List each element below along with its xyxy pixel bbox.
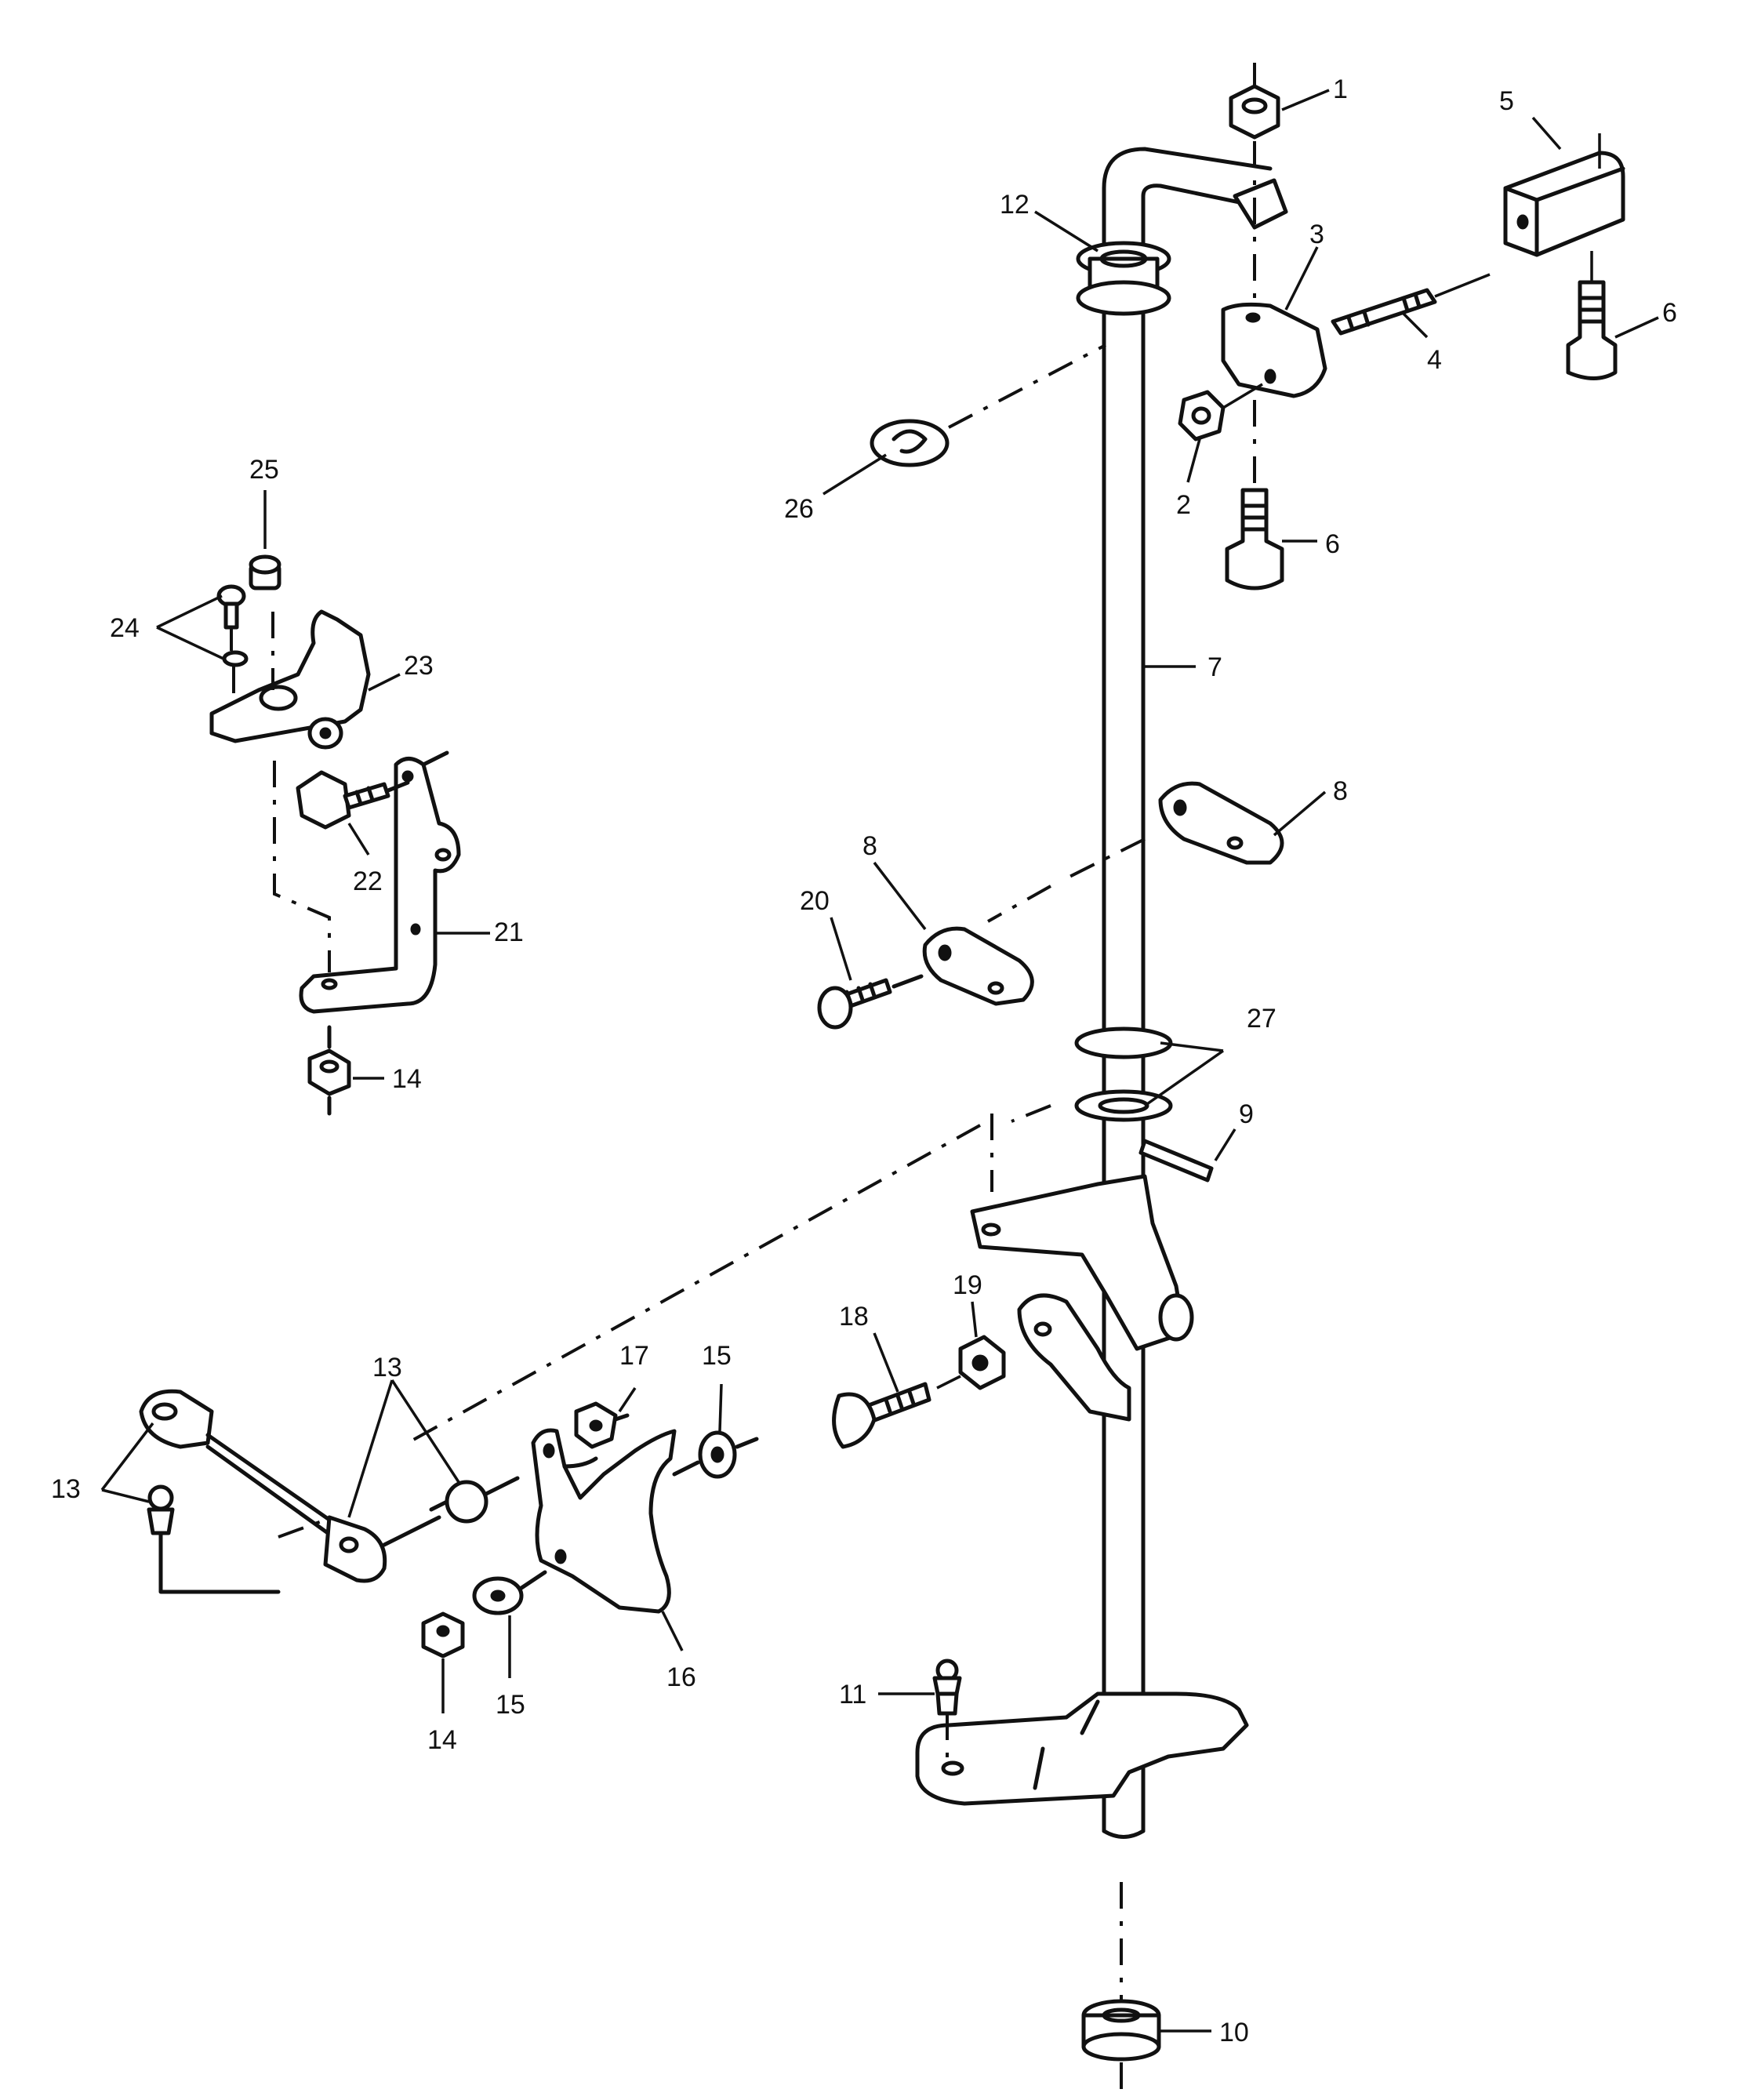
threaded-rod-part-4 [1331, 273, 1491, 336]
main-shaft-part-7 [1102, 147, 1288, 1839]
callout-2: 2 [1176, 490, 1191, 520]
callout-7: 7 [1207, 652, 1222, 682]
block-part-5 [1503, 133, 1625, 257]
callout-3: 3 [1309, 220, 1324, 249]
bushing-part-10 [1081, 1882, 1161, 2094]
collar-part-12 [1076, 241, 1171, 316]
callout-16: 16 [666, 1662, 696, 1692]
callout-12: 12 [1000, 190, 1030, 220]
clamp-part-23 [209, 609, 371, 750]
callout-15: 15 [496, 1690, 525, 1720]
link-rod-part-13 [139, 1389, 441, 1583]
washer-part-15-right [672, 1430, 759, 1479]
callout-8: 8 [1333, 776, 1348, 806]
nut-part-17 [574, 1401, 630, 1449]
stud-part-13-left [147, 1484, 322, 1594]
callout-25: 25 [249, 455, 279, 485]
callout-26: 26 [784, 494, 814, 524]
callout-24: 24 [110, 613, 140, 643]
screw-part-22 [296, 770, 410, 830]
callout-21: 21 [494, 917, 524, 947]
stud-part-11 [932, 1659, 962, 1764]
nut-part-1 [1229, 63, 1280, 298]
lever-part-16 [531, 1428, 677, 1614]
screw-part-24 [216, 584, 249, 706]
callout-14: 14 [392, 1064, 422, 1094]
callout-27: 27 [1247, 1004, 1276, 1034]
callout-23: 23 [404, 651, 434, 681]
callout-18: 18 [839, 1302, 869, 1332]
callout-17: 17 [619, 1341, 649, 1371]
arm-part-8-right [987, 781, 1284, 923]
ball-stud-part-13 [429, 1476, 520, 1524]
callout-13: 13 [372, 1353, 402, 1382]
nut-part-14-upper [307, 1025, 351, 1116]
nut-part-14-lower [421, 1611, 465, 1659]
callout-5: 5 [1499, 86, 1514, 116]
callout-15: 15 [702, 1341, 732, 1371]
callout-4: 4 [1427, 345, 1442, 375]
callout-14: 14 [427, 1725, 457, 1755]
shaft-arm-upper [970, 1174, 1194, 1422]
bracket-part-21 [299, 750, 461, 1014]
washer-part-15-left [472, 1570, 547, 1615]
cap-part-25 [249, 554, 281, 590]
shaft-arm-lower [915, 1691, 1249, 1806]
e-clip-part-26 [870, 343, 1106, 467]
callout-numbers: 1 5 12 3 6 4 26 2 6 25 24 23 7 8 8 22 21… [51, 74, 1677, 2047]
screw-part-6-lower [1225, 400, 1284, 590]
collar-part-27 [1074, 1026, 1173, 1122]
screw-part-18 [832, 1382, 931, 1449]
callout-13: 13 [51, 1474, 81, 1504]
callout-19: 19 [953, 1270, 982, 1300]
callout-8: 8 [862, 831, 877, 861]
callout-11: 11 [839, 1680, 866, 1709]
nut-part-2 [1178, 383, 1263, 441]
screw-part-6-upper [1566, 251, 1618, 380]
pin-part-9 [1138, 1139, 1214, 1183]
arm-part-8-left [922, 926, 1034, 1006]
callout-1: 1 [1333, 74, 1348, 104]
block-part-3 [1221, 302, 1327, 398]
callout-6: 6 [1325, 529, 1340, 559]
leader-lines [100, 89, 1659, 2033]
callout-10: 10 [1219, 2018, 1249, 2047]
callout-22: 22 [353, 867, 383, 896]
callout-20: 20 [800, 886, 830, 916]
callout-9: 9 [1239, 1099, 1254, 1129]
screw-part-20 [817, 974, 924, 1030]
washer-part-19 [936, 1335, 1006, 1390]
guide-lines [273, 761, 1051, 1444]
callout-6: 6 [1662, 298, 1677, 328]
